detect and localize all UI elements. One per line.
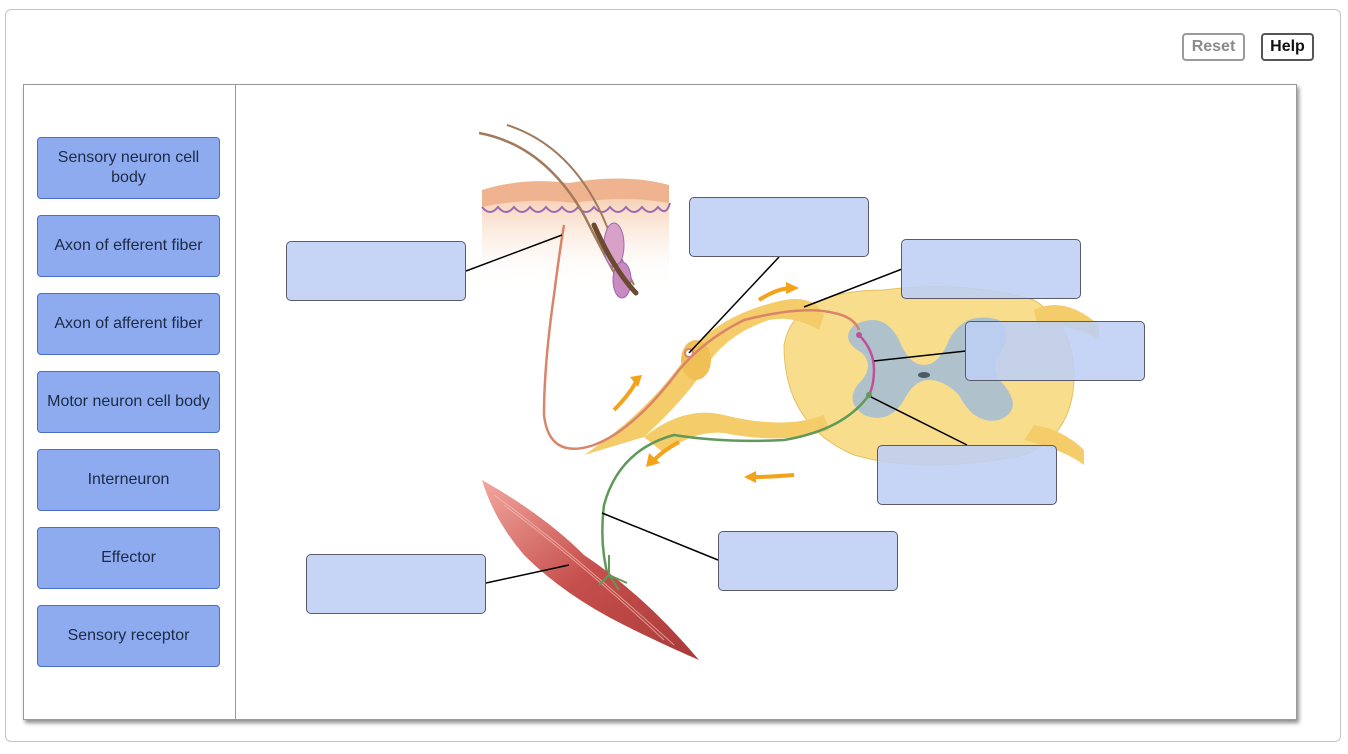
drop-target-efferent-fiber[interactable] — [718, 531, 898, 591]
drop-target-sensory-receptor[interactable] — [286, 241, 466, 301]
flow-arrow-4 — [652, 440, 680, 462]
skin-epidermis — [482, 178, 669, 207]
label-chip-axon-of-afferent-fiber[interactable]: Axon of afferent fiber — [37, 293, 220, 355]
help-button[interactable]: Help — [1261, 33, 1314, 61]
muscle-belly — [482, 480, 699, 660]
leader-line-2 — [688, 256, 780, 354]
flow-arrow-2-head — [786, 282, 799, 294]
label-chip-motor-neuron-cell-body[interactable]: Motor neuron cell body — [37, 371, 220, 433]
leader-lines — [465, 234, 968, 584]
drop-target-afferent-fiber[interactable] — [901, 239, 1081, 299]
flow-arrow-3 — [751, 473, 795, 479]
leader-line-4 — [873, 350, 967, 362]
reflex-arc-diagram — [465, 124, 1099, 660]
labeling-workspace: Sensory neuron cell body Axon of efferen… — [23, 84, 1297, 720]
label-chip-interneuron[interactable]: Interneuron — [37, 449, 220, 511]
leader-line-5 — [870, 396, 968, 446]
flow-arrow-1-head — [630, 375, 642, 387]
flow-arrow-3-head — [744, 471, 756, 483]
skin-illustration — [478, 124, 671, 299]
flow-arrow-4-head — [646, 453, 660, 467]
drop-target-motor-neuron-cell-body[interactable] — [877, 445, 1057, 505]
afferent-fiber-path — [542, 224, 861, 450]
flow-arrow-2 — [757, 286, 790, 302]
leader-line-7 — [485, 564, 570, 584]
label-chip-sensory-receptor[interactable]: Sensory receptor — [37, 605, 220, 667]
hair-follicle — [591, 222, 639, 296]
muscle-striations — [493, 494, 675, 646]
leader-line-1 — [465, 234, 563, 272]
motor-neuron-soma — [866, 392, 872, 398]
skin-dermis — [482, 190, 669, 290]
reset-button[interactable]: Reset — [1182, 33, 1245, 61]
leader-line-6 — [601, 512, 719, 561]
muscle-illustration — [482, 480, 699, 660]
label-chip-effector[interactable]: Effector — [37, 527, 220, 589]
efferent-fiber-path — [601, 394, 871, 581]
central-canal — [918, 372, 930, 378]
drop-target-effector[interactable] — [306, 554, 486, 614]
label-chip-sensory-neuron-cell-body[interactable]: Sensory neuron cell body — [37, 137, 220, 199]
leader-line-3 — [803, 268, 903, 308]
label-chip-axon-of-efferent-fiber[interactable]: Axon of efferent fiber — [37, 215, 220, 277]
interneuron-path — [858, 334, 876, 396]
motor-end-plate — [598, 555, 628, 591]
dorsal-root — [584, 299, 824, 455]
label-bank: Sensory neuron cell body Axon of efferen… — [24, 85, 236, 719]
flow-arrow-1 — [612, 381, 638, 412]
drop-target-sensory-neuron-cell-body[interactable] — [689, 197, 869, 257]
ventral-root — [644, 412, 829, 453]
synapse-dot-1 — [856, 332, 862, 338]
drop-target-interneuron[interactable] — [965, 321, 1145, 381]
